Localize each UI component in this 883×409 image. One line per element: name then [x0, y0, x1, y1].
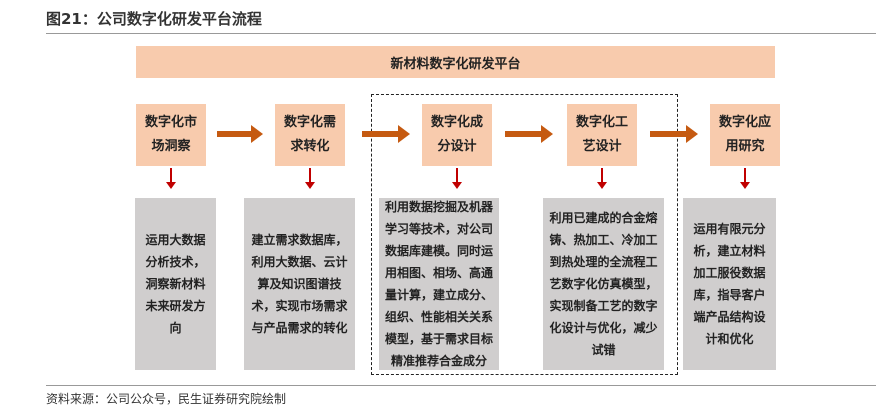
arrow-right-icon — [362, 125, 410, 143]
figure-title: 图21：公司数字化研发平台流程 — [46, 10, 262, 28]
arrow-down-icon — [452, 168, 462, 189]
step-composition-design: 数字化成分设计 — [422, 104, 492, 166]
arrow-right-icon — [650, 125, 698, 143]
arrow-down-icon — [166, 168, 176, 189]
source-note: 资料来源：公司公众号，民生证券研究院绘制 — [46, 392, 287, 406]
arrow-right-icon — [217, 125, 263, 143]
arrow-down-icon — [597, 168, 607, 189]
desc-application-research: 运用有限元分析，建立材料加工服役数据库，指导客户端产品结构设计和优化 — [683, 198, 776, 370]
dashed-group-border — [371, 94, 678, 375]
step-market-insight: 数字化市场洞察 — [136, 104, 206, 166]
arrow-down-icon — [740, 168, 750, 189]
step-demand-conversion: 数字化需求转化 — [275, 104, 345, 166]
arrow-down-icon — [305, 168, 315, 189]
step-application-research: 数字化应用研究 — [710, 104, 780, 166]
desc-market-insight: 运用大数据分析技术，洞察新材料未来研发方向 — [135, 198, 216, 370]
desc-process-design: 利用已建成的合金熔铸、热加工、冷加工到热处理的全流程工艺数字化仿真模型，实现制备… — [543, 198, 664, 370]
desc-composition-design: 利用数据挖掘及机器学习等技术，对公司数据库建模。同时运用相图、相场、高通量计算，… — [379, 198, 499, 370]
platform-banner: 新材料数字化研发平台 — [136, 46, 775, 78]
title-divider — [46, 33, 876, 34]
arrow-right-icon — [505, 125, 553, 143]
desc-demand-conversion: 建立需求数据库，利用大数据、云计算及知识图谱技术，实现市场需求与产品需求的转化 — [244, 198, 355, 370]
source-divider — [46, 385, 876, 386]
step-process-design: 数字化工艺设计 — [567, 104, 637, 166]
